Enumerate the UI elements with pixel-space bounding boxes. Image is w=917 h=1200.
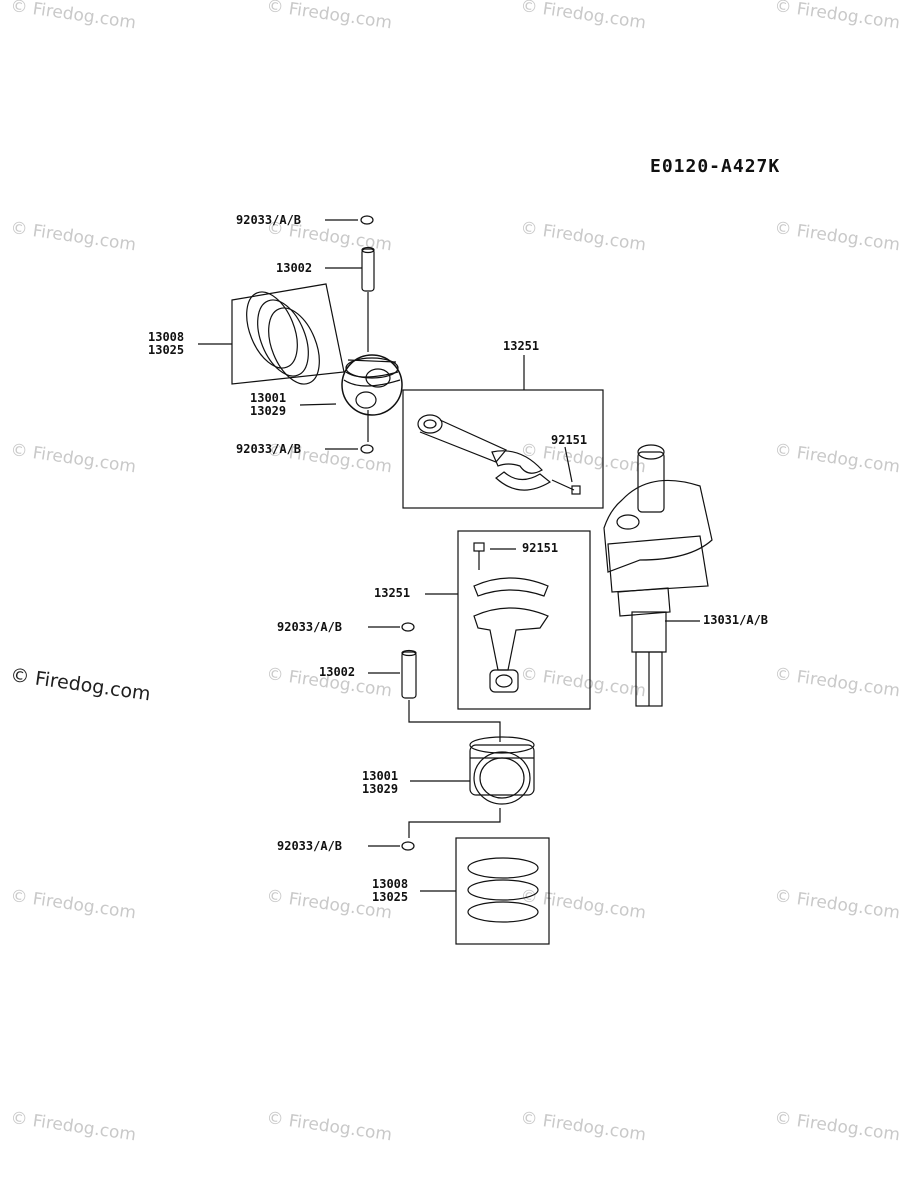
piston-pin-icon — [361, 248, 375, 292]
part-label: 92033/A/B — [236, 442, 302, 456]
part-label: 13251 — [503, 339, 540, 353]
diagram-code: E0120-A427K — [650, 156, 781, 177]
part-label: 13001 — [250, 391, 287, 405]
part-label: 92033/A/B — [277, 620, 343, 634]
part-label: 92151 — [522, 541, 559, 555]
circlip-icon — [401, 622, 415, 632]
piston-ring-icon — [467, 857, 539, 879]
leader-line — [299, 403, 337, 406]
piston-ring-icon — [257, 299, 309, 377]
circlip-icon — [360, 444, 374, 454]
part-label: 92151 — [551, 433, 588, 447]
piston-ring-icon — [268, 307, 320, 385]
rod-frame-bottom — [457, 530, 591, 710]
piston-pin-icon — [401, 651, 417, 699]
part-label: 13001 — [362, 769, 399, 783]
piston-icon — [469, 736, 535, 805]
circlip-icon — [401, 841, 415, 851]
leader-line — [408, 808, 501, 838]
crankshaft-icon — [603, 444, 713, 707]
bolt-icon — [551, 479, 581, 495]
leader-line — [408, 700, 501, 742]
rings-frame-top — [231, 283, 345, 385]
part-label: 13029 — [362, 782, 399, 796]
part-label: 13002 — [276, 261, 313, 275]
rings-frame-bottom — [455, 837, 550, 945]
rod-frame-top — [402, 389, 604, 509]
connecting-rod-icon — [417, 414, 552, 491]
piston-ring-icon — [467, 879, 539, 901]
part-label: 13251 — [374, 586, 411, 600]
part-label: 13008 — [372, 877, 409, 891]
piston-icon — [341, 354, 403, 416]
leader-line — [564, 446, 573, 483]
part-label: 13025 — [372, 890, 409, 904]
part-label: 13008 — [148, 330, 185, 344]
part-label: 13025 — [148, 343, 185, 357]
connecting-rod-icon — [473, 577, 549, 693]
part-label: 92033/A/B — [277, 839, 343, 853]
piston-ring-icon — [467, 901, 539, 923]
bolt-icon — [473, 542, 485, 570]
part-label: 92033/A/B — [236, 213, 302, 227]
circlip-icon — [360, 215, 374, 225]
part-label: 13002 — [319, 665, 356, 679]
part-label: 13031/A/B — [703, 613, 769, 627]
piston-ring-icon — [246, 291, 298, 369]
part-label: 13029 — [250, 404, 287, 418]
